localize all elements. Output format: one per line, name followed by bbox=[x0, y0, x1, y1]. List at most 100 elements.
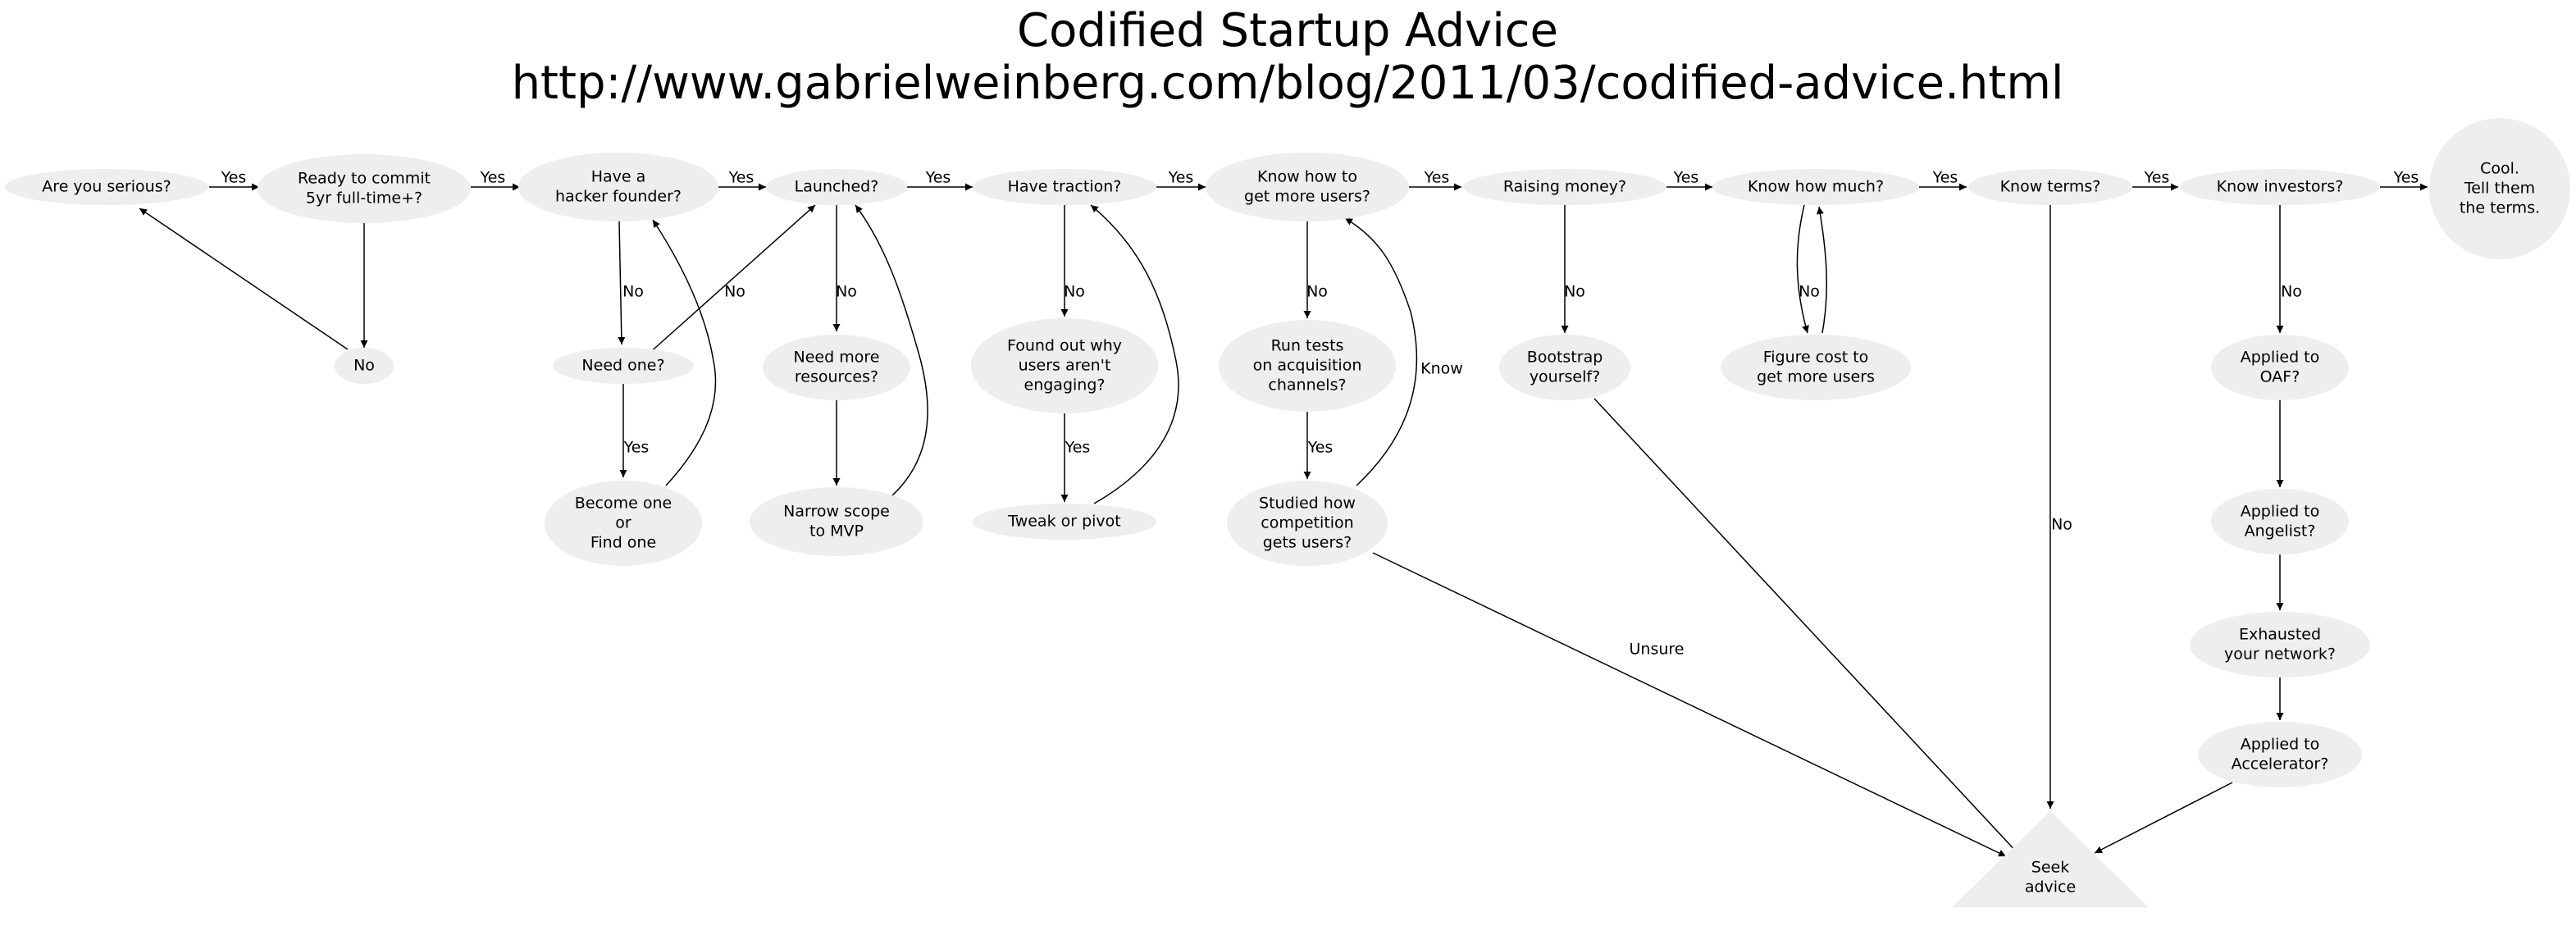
edge-knowmuch-to-figure bbox=[1796, 204, 1809, 334]
node-shape-ellipse bbox=[1721, 335, 1911, 400]
node-shape-ellipse bbox=[335, 348, 394, 384]
node-launched: Launched? bbox=[766, 169, 907, 205]
edge-label-needone-to-become: Yes bbox=[623, 439, 650, 457]
node-label-become: Find one bbox=[590, 534, 656, 552]
edge-label-serious-to-ready: Yes bbox=[221, 169, 247, 187]
edge-become-to-hacker bbox=[652, 219, 717, 486]
edge-label-terms-to-investors: Yes bbox=[2144, 169, 2170, 187]
edge-label-needone-to-launched: No bbox=[724, 283, 745, 301]
node-label-seek: advice bbox=[2025, 878, 2076, 897]
node-shape-ellipse bbox=[518, 153, 718, 221]
node-label-studied: Studied how bbox=[1259, 495, 1356, 513]
edge-label-foundout-to-tweak: Yes bbox=[1065, 439, 1091, 457]
node-label-oaf: Applied to bbox=[2241, 349, 2320, 367]
edge-needone-to-launched bbox=[647, 204, 816, 355]
node-shape-ellipse bbox=[2190, 612, 2370, 678]
edge-label-studied-to-seek: Unsure bbox=[1630, 641, 1685, 659]
node-serious: Are you serious? bbox=[5, 169, 208, 205]
node-needone: Need one? bbox=[553, 348, 694, 384]
node-tweak: Tweak or pivot bbox=[973, 504, 1156, 540]
node-label-figure: Figure cost to bbox=[1763, 349, 1869, 367]
node-label-oaf: OAF? bbox=[2260, 368, 2300, 386]
edge-tweak-to-traction bbox=[1090, 204, 1179, 504]
node-investors: Know investors? bbox=[2180, 169, 2380, 205]
node-no1: No bbox=[335, 348, 394, 384]
node-label-launched: Launched? bbox=[795, 178, 879, 196]
node-label-needmore: Need more bbox=[794, 349, 880, 367]
node-label-knowhow: Know how to bbox=[1257, 168, 1357, 186]
edge-label-knowmuch-to-figure: No bbox=[1799, 283, 1820, 301]
node-label-cool: Tell them bbox=[2464, 180, 2535, 198]
node-label-network: your network? bbox=[2224, 646, 2336, 664]
node-shape-ellipse bbox=[1219, 320, 1396, 412]
node-raising: Raising money? bbox=[1463, 169, 1666, 205]
edge-narrow-to-launched bbox=[855, 204, 928, 496]
node-label-ready: 5yr full-time+? bbox=[306, 189, 422, 208]
node-label-narrow: to MVP bbox=[809, 522, 864, 541]
node-shape-ellipse bbox=[1463, 169, 1666, 205]
node-label-foundout: users aren't bbox=[1019, 357, 1111, 375]
node-shape-ellipse bbox=[971, 318, 1158, 413]
node-label-bootstrap: yourself? bbox=[1530, 368, 1600, 386]
node-label-terms: Know terms? bbox=[2000, 178, 2101, 196]
edge-label-raising-to-knowmuch: Yes bbox=[1673, 169, 1699, 187]
node-label-studied: competition bbox=[1261, 514, 1353, 532]
node-shape-ellipse bbox=[258, 154, 471, 223]
node-shape-ellipse bbox=[1712, 169, 1919, 205]
node-shape-ellipse bbox=[553, 348, 694, 384]
node-shape-triangle bbox=[1952, 810, 2149, 908]
node-shape-ellipse bbox=[2429, 118, 2570, 259]
node-knowmuch: Know how much? bbox=[1712, 169, 1919, 205]
node-label-accel: Applied to bbox=[2241, 736, 2320, 754]
edge-label-hacker-to-launched: Yes bbox=[728, 169, 755, 187]
node-label-investors: Know investors? bbox=[2217, 178, 2344, 196]
node-label-cool: Cool. bbox=[2480, 160, 2519, 178]
node-label-ready: Ready to commit bbox=[298, 170, 431, 188]
node-label-accel: Accelerator? bbox=[2232, 755, 2329, 773]
node-hacker: Have a hacker founder? bbox=[518, 153, 718, 221]
node-label-angelist: Angelist? bbox=[2245, 522, 2316, 541]
node-shape-ellipse bbox=[763, 335, 910, 400]
node-shape-ellipse bbox=[2198, 722, 2362, 787]
edge-label-hacker-to-needone: No bbox=[622, 283, 644, 301]
node-label-tweak: Tweak or pivot bbox=[1007, 513, 1121, 531]
edge-label-knowhow-to-runtests: No bbox=[1306, 283, 1328, 301]
node-label-no1: No bbox=[353, 357, 375, 375]
node-label-bootstrap: Bootstrap bbox=[1527, 349, 1603, 367]
node-label-network: Exhausted bbox=[2239, 626, 2321, 644]
node-shape-ellipse bbox=[973, 504, 1156, 540]
node-label-needone: Need one? bbox=[581, 357, 664, 375]
node-label-runtests: on acquisition bbox=[1253, 357, 1362, 375]
edge-studied-to-seek bbox=[1372, 552, 2007, 857]
edge-hacker-to-needone bbox=[618, 221, 626, 345]
edge-accel-to-seek bbox=[2094, 782, 2233, 854]
node-shape-ellipse bbox=[750, 487, 923, 556]
edge-figure-to-knowmuch bbox=[1817, 206, 1827, 334]
node-label-figure: get more users bbox=[1757, 368, 1875, 386]
node-label-hacker: hacker founder? bbox=[555, 188, 682, 206]
node-shape-ellipse bbox=[1227, 481, 1388, 566]
node-label-foundout: Found out why bbox=[1007, 337, 1122, 355]
edge-label-studied-to-knowhow: Know bbox=[1420, 360, 1463, 378]
edge-label-ready-to-hacker: Yes bbox=[480, 169, 506, 187]
node-shape-ellipse bbox=[766, 169, 907, 205]
node-shape-ellipse bbox=[2180, 169, 2380, 205]
node-label-runtests: channels? bbox=[1268, 376, 1346, 395]
node-label-raising: Raising money? bbox=[1503, 178, 1626, 196]
node-label-angelist: Applied to bbox=[2241, 503, 2320, 521]
node-label-hacker: Have a bbox=[591, 168, 646, 186]
node-label-become: or bbox=[615, 514, 631, 532]
node-shape-ellipse bbox=[545, 481, 702, 566]
edge-label-runtests-to-studied: Yes bbox=[1307, 439, 1334, 457]
node-shape-ellipse bbox=[973, 169, 1156, 205]
edge-label-knowhow-to-raising: Yes bbox=[1424, 169, 1450, 187]
